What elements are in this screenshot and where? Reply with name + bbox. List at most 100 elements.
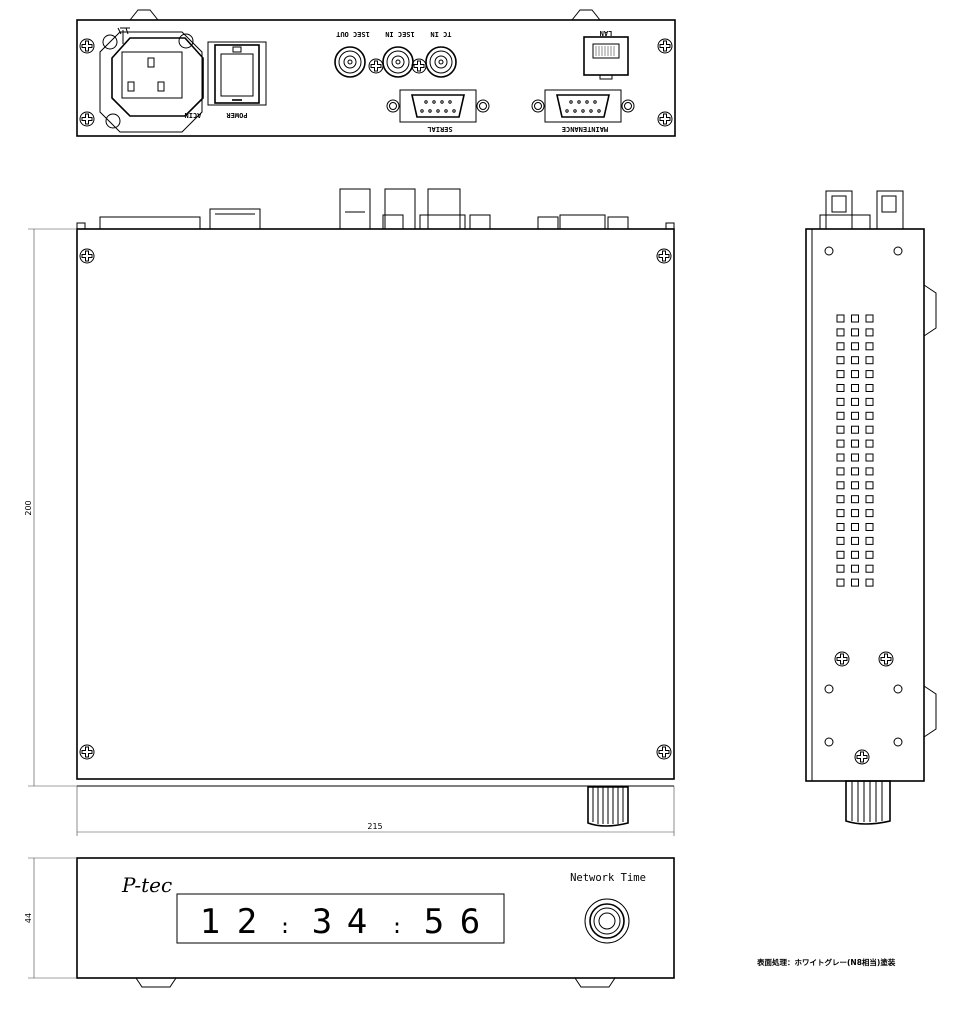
power-switch[interactable]: [207, 41, 267, 106]
serial-port[interactable]: [386, 89, 490, 123]
vent-slot: [836, 453, 845, 462]
vent-slot: [865, 314, 874, 323]
side-outline: [805, 228, 925, 782]
vent-slot: [865, 356, 874, 365]
vent-slot: [836, 342, 845, 351]
height-dimension-line: [28, 857, 77, 979]
rear-panel-view: ACIN POWER 1SEC OUT 1SEC IN TC IN LAN SE…: [76, 9, 676, 137]
1sec-out-label: 1SEC OUT: [336, 30, 370, 38]
screw-icon: [656, 248, 672, 264]
vent-slot: [865, 536, 874, 545]
vent-slot: [851, 425, 859, 434]
display-digit: 2: [237, 902, 257, 942]
vent-slot: [836, 578, 845, 587]
vent-slot: [836, 384, 845, 392]
display-digit: 4: [347, 902, 367, 942]
vent-slot: [865, 328, 874, 337]
vent-slot: [851, 411, 859, 420]
vent-slot: [836, 370, 845, 379]
top-view: 215 200: [24, 188, 675, 836]
bnc-1sec-in[interactable]: [382, 46, 414, 78]
vent-slot: [865, 509, 874, 518]
bnc-1sec-out[interactable]: [334, 46, 366, 78]
depth-dimension: 200: [24, 500, 33, 515]
vent-slot: [851, 439, 859, 448]
rear-panel-outline: [76, 19, 676, 137]
power-label: POWER: [226, 111, 248, 119]
ac-inlet: [99, 27, 204, 133]
screw-icon: [657, 38, 673, 54]
screw-icon: [79, 38, 95, 54]
vent-slot: [836, 536, 845, 545]
control-knob[interactable]: [584, 898, 630, 944]
maintenance-port[interactable]: [531, 89, 635, 123]
screw-icon: [411, 58, 427, 74]
vent-slot: [865, 411, 874, 420]
vent-slot: [865, 481, 874, 490]
screw-icon: [834, 651, 850, 667]
knob-top: [587, 786, 629, 827]
vent-slot: [836, 467, 845, 476]
vent-slot: [851, 397, 859, 406]
surface-finish-note: 表面処理：ホワイトグレー(N8相当)塗装: [757, 957, 896, 967]
tc-in-label: TC IN: [430, 30, 451, 38]
vent-slot: [851, 550, 859, 559]
screw-icon: [79, 744, 95, 760]
lan-port[interactable]: [583, 36, 629, 80]
vent-slot: [851, 523, 859, 531]
vent-slot: [851, 384, 859, 392]
vent-slot: [836, 495, 845, 504]
vent-slot: [851, 564, 859, 573]
vent-slot: [836, 523, 845, 531]
vent-slot: [851, 453, 859, 462]
screw-icon: [368, 58, 384, 74]
front-feet: [135, 977, 616, 988]
vent-slot: [865, 453, 874, 462]
depth-dimension-line: [28, 228, 77, 787]
screw-icon: [79, 111, 95, 127]
vent-slot: [851, 328, 859, 337]
serial-label: SERIAL: [427, 125, 452, 133]
front-outline: [76, 857, 675, 979]
screw-icon: [79, 248, 95, 264]
screw-icon: [657, 111, 673, 127]
vent-slot: [851, 536, 859, 545]
rear-connectors-profile: [99, 188, 629, 229]
vent-slot: [836, 328, 845, 337]
vent-slot: [865, 384, 874, 392]
vent-slot: [851, 467, 859, 476]
width-dimension: 215: [367, 822, 382, 831]
display-digit: 3: [312, 902, 332, 942]
vent-slot: [836, 439, 845, 448]
display-digit: :: [391, 914, 403, 938]
vent-slot: [865, 370, 874, 379]
maintenance-label: MAINTENANCE: [562, 125, 608, 133]
display-digit: 6: [460, 902, 480, 942]
vent-slot: [865, 342, 874, 351]
vent-slot: [836, 314, 845, 323]
vent-slot: [865, 439, 874, 448]
vent-slot: [851, 481, 859, 490]
vent-slot: [865, 550, 874, 559]
time-display: [176, 893, 505, 944]
vent-slot: [865, 467, 874, 476]
bnc-tc-in[interactable]: [425, 46, 457, 78]
vent-slot: [851, 509, 859, 518]
screw-icon: [854, 749, 870, 765]
vent-slot: [836, 550, 845, 559]
vent-slot: [851, 314, 859, 323]
vent-slot: [851, 370, 859, 379]
vent-slot: [865, 495, 874, 504]
product-name-label: Network Time: [570, 872, 646, 884]
vent-slot: [851, 495, 859, 504]
vent-slot: [836, 564, 845, 573]
rear-feet: [129, 9, 601, 21]
vent-slot: [836, 356, 845, 365]
acin-label: ACIN: [185, 111, 202, 119]
knob-side: [845, 780, 891, 825]
ground-icon: [117, 27, 130, 44]
vent-slot: [836, 397, 845, 406]
width-dimension-line: [76, 786, 675, 836]
